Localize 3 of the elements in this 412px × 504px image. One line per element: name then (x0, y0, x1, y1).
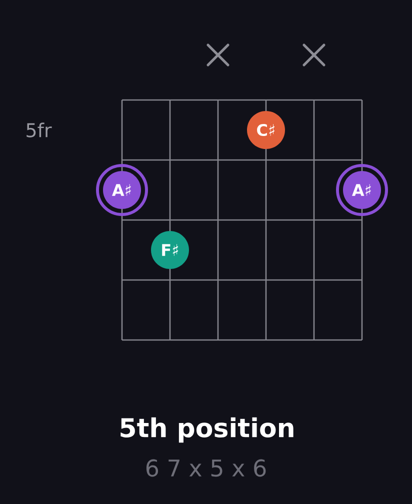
fret-number: 5fr (26, 122, 52, 138)
fingering-text: 6 7 x 5 x 6 (146, 459, 266, 477)
position-title: 5th position (120, 417, 294, 443)
